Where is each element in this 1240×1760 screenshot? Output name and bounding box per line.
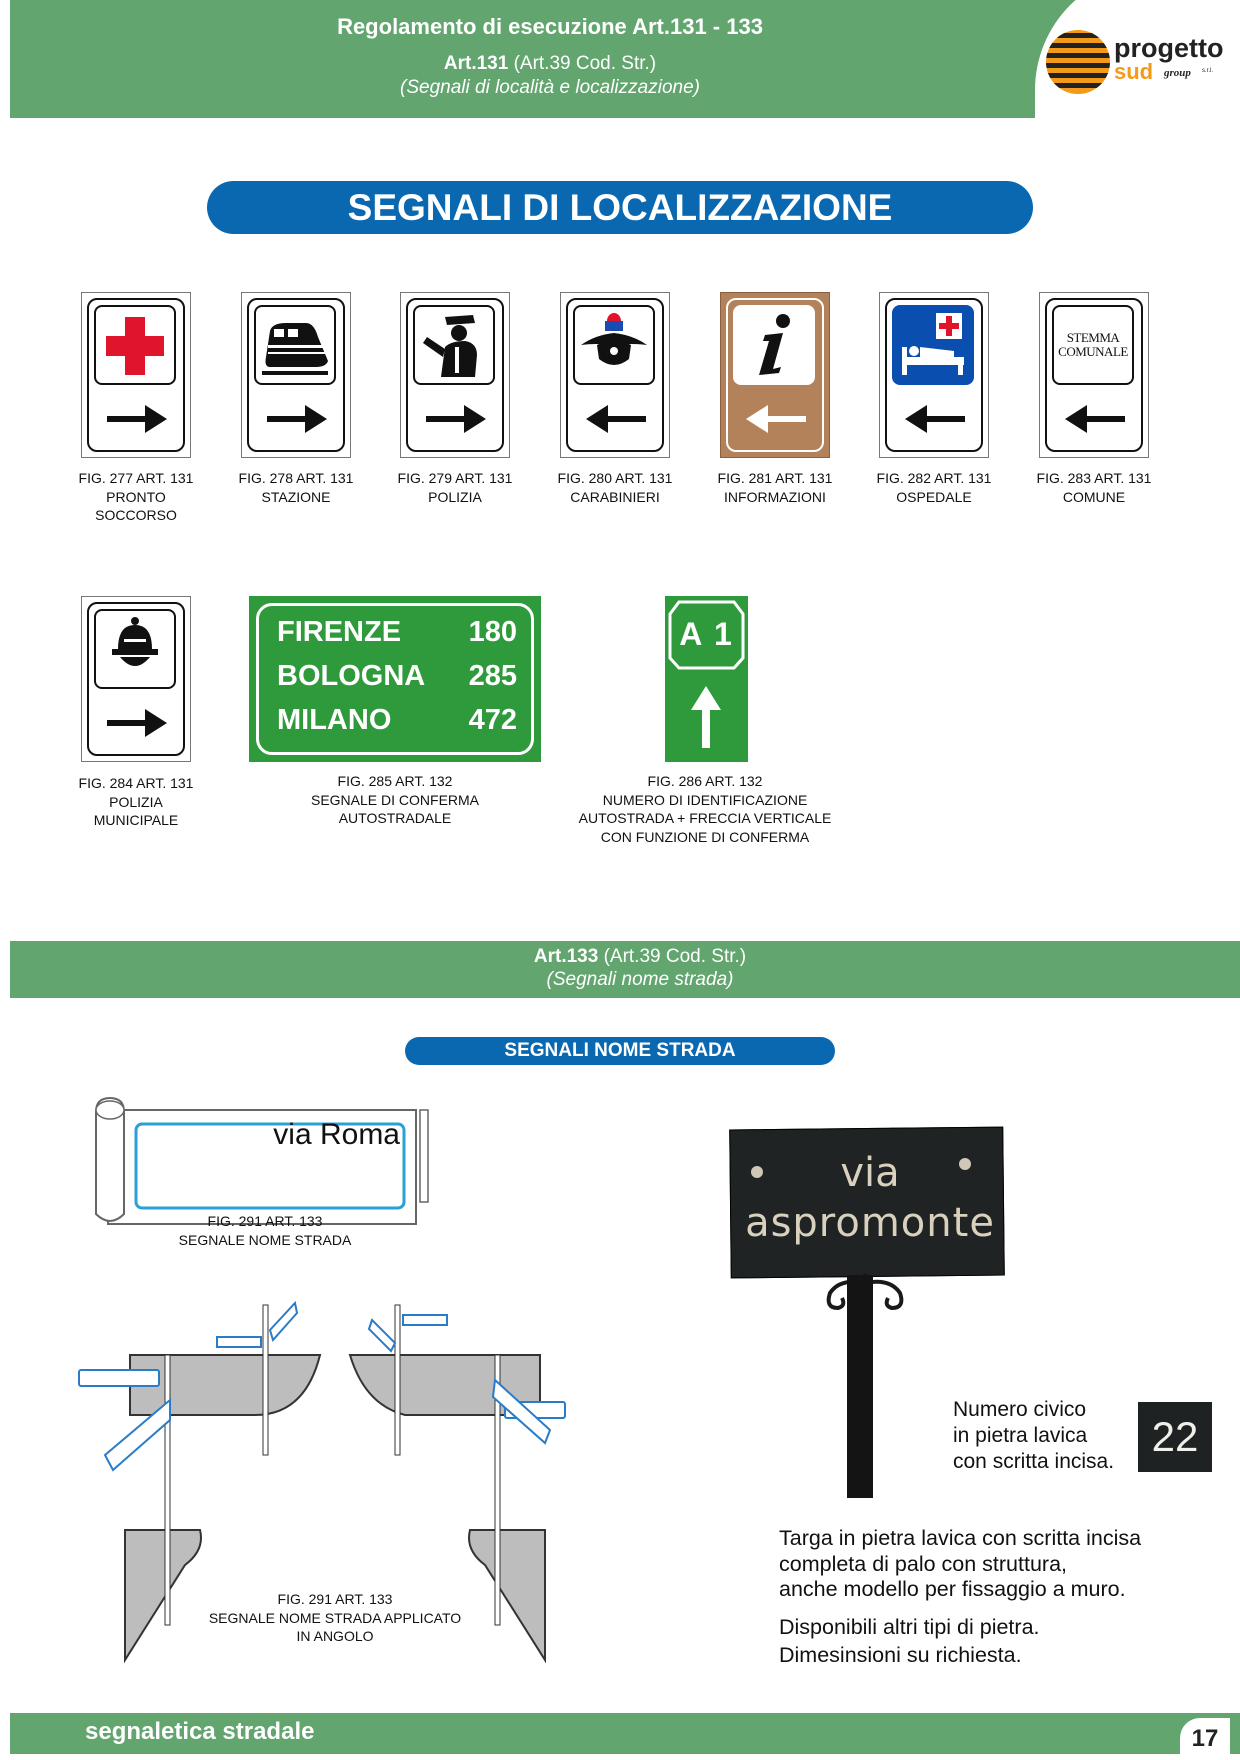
sign-carabinieri	[560, 292, 670, 458]
stone-text-via: via	[840, 1150, 900, 1196]
sign-pole	[847, 1275, 873, 1498]
arrow-up-icon	[691, 686, 721, 748]
police-officer-icon	[423, 315, 477, 377]
plate-screw-icon	[959, 1158, 971, 1170]
logo-word-sud: sud	[1114, 59, 1154, 84]
product-description: Targa in pietra lavica con scritta incis…	[779, 1526, 1142, 1601]
via-roma-text: via Roma	[273, 1118, 400, 1151]
art133-article-bold: Art.133	[533, 946, 599, 967]
logo-word-group: group	[1164, 67, 1191, 79]
footer-label: segnaletica stradale	[85, 1718, 315, 1745]
header-article: Art.131 (Art.39 Cod. Str.)	[150, 53, 950, 75]
section-title-localizzazione: SEGNALI DI LOCALIZZAZIONE	[207, 181, 1033, 234]
comune-text-line1: STEMMA	[1066, 330, 1120, 345]
carabiniere-hat-icon	[581, 313, 647, 365]
art133-article: Art.133 (Art.39 Cod. Str.)	[240, 946, 1040, 968]
art133-band	[10, 941, 1240, 998]
art133-article-rest: (Art.39 Cod. Str.)	[598, 946, 747, 967]
section-title-nome-strada: SEGNALI NOME STRADA	[405, 1037, 835, 1065]
page-number: 17	[1180, 1718, 1230, 1758]
sign-polizia-municipale	[81, 596, 191, 762]
sign-polizia	[400, 292, 510, 458]
stone-text-aspromonte: aspromonte	[745, 1200, 995, 1246]
info-icon	[759, 314, 790, 375]
header-article-bold: Art.131	[443, 53, 509, 74]
header-article-rest: (Art.39 Cod. Str.)	[508, 53, 657, 74]
arrow-right-icon	[107, 709, 167, 737]
plate-screw-icon	[751, 1166, 763, 1178]
a1-shield-icon	[668, 600, 745, 670]
footer-band	[10, 1713, 1240, 1754]
logo-word-srl: s.r.l.	[1202, 68, 1214, 74]
red-cross-icon	[106, 317, 164, 375]
sign-stazione	[241, 292, 351, 458]
product-availability: Disponibili altri tipi di pietra.Dimesin…	[779, 1615, 1040, 1667]
arrow-right-icon	[267, 405, 327, 433]
sign-informazioni	[720, 292, 830, 458]
corner-street-sign-diagram	[78, 1300, 566, 1664]
logo-sphere-icon	[1046, 30, 1110, 94]
arrow-right-icon	[107, 405, 167, 433]
comune-text-line2: COMUNALE	[1058, 344, 1128, 359]
header-title: Regolamento di esecuzione Art.131 - 133	[337, 14, 763, 39]
sign-ospedale	[879, 292, 989, 458]
sign-comune: STEMMA COMUNALE	[1039, 292, 1149, 458]
art133-subtitle: (Segnali nome strada)	[546, 969, 734, 990]
arrow-left-icon	[746, 405, 806, 433]
header-subtitle: (Segnali di località e localizzazione)	[400, 77, 700, 98]
sign-pronto-soccorso	[81, 292, 191, 458]
arrow-left-icon	[905, 405, 965, 433]
company-logo: progetto sud group s.r.l.	[1040, 25, 1240, 95]
train-icon	[262, 323, 328, 375]
sign-a1-freccia: A 1	[665, 596, 748, 762]
logo-word-progetto: progetto	[1114, 33, 1224, 63]
municipal-police-helmet-icon	[112, 617, 158, 666]
lava-stone-sign-photo: via aspromonte	[725, 1126, 1015, 1498]
a1-code: A 1	[679, 616, 734, 652]
coat-of-arms-icon: STEMMA COMUNALE	[1052, 305, 1134, 385]
arrow-left-icon	[1065, 405, 1125, 433]
civic-number-tile: 22	[1138, 1402, 1212, 1472]
hospital-bed-icon	[902, 313, 964, 375]
street-sign-via-roma	[95, 1096, 429, 1225]
arrow-right-icon	[426, 405, 486, 433]
arrow-left-icon	[586, 405, 646, 433]
